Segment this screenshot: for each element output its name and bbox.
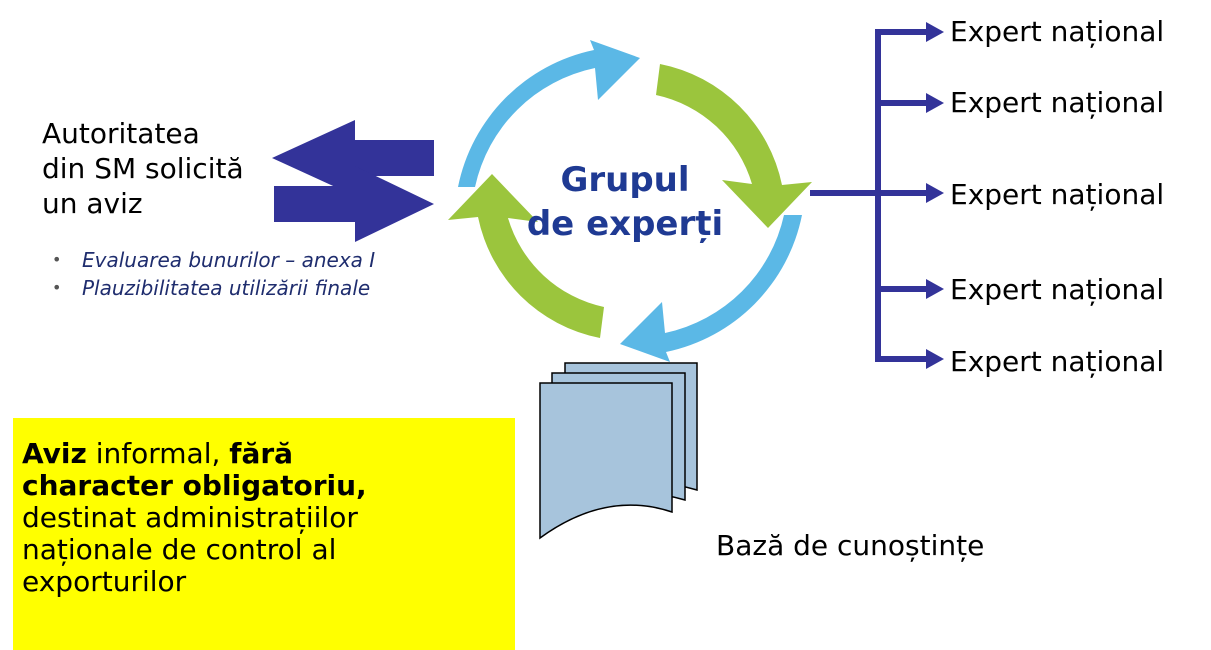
expert-label-2: Expert național	[950, 86, 1165, 119]
cycle-segment-top-left	[458, 40, 640, 187]
expert-group-title: Grupul de experți	[495, 158, 755, 246]
opinion-bold-character: character obligatoriu,	[22, 469, 367, 502]
expert-connector	[810, 29, 930, 362]
authority-text: Autoritatea din SM solicită un aviz	[42, 116, 244, 221]
expert-label-1: Expert național	[950, 15, 1165, 48]
cycle-segment-bottom-left	[448, 174, 604, 338]
knowledge-base-label: Bază de cunoștințe	[716, 529, 985, 562]
document-front	[539, 382, 673, 540]
expert-label-3: Expert național	[950, 178, 1165, 211]
expert-label-4: Expert național	[950, 273, 1165, 306]
expert-label-5: Expert național	[950, 345, 1165, 378]
opinion-line-5: exporturilor	[22, 565, 187, 598]
expert-group-title-line-2: de experți	[526, 204, 724, 244]
opinion-bold-aviz: Aviz	[22, 437, 87, 470]
opinion-line-4: naționale de control al	[22, 533, 337, 566]
expert-arrowheads	[926, 22, 944, 369]
opinion-informal: informal,	[86, 437, 230, 470]
arrowhead-4	[926, 279, 944, 299]
request-bullet-list: Evaluarea bunurilor – anexa I Plauzibili…	[52, 246, 375, 302]
opinion-line-2: character obligatoriu,	[22, 470, 367, 502]
opinion-line-1: Aviz informal, fără	[22, 438, 367, 470]
arrowhead-1	[926, 22, 944, 42]
bullet-item: Evaluarea bunurilor – anexa I	[52, 246, 375, 274]
opinion-bold-fara: fără	[229, 437, 294, 470]
arrowhead-5	[926, 349, 944, 369]
arrow-to-authority	[272, 120, 434, 196]
opinion-highlight-box	[13, 418, 515, 650]
cycle-segment-top-right	[656, 64, 812, 228]
authority-line-1: Autoritatea	[42, 117, 200, 150]
opinion-line-3: destinat administrațiilor	[22, 501, 358, 534]
authority-line-3: un aviz	[42, 187, 143, 220]
expert-group-title-line-1: Grupul	[560, 160, 690, 200]
opinion-text: Aviz informal, fără character obligatori…	[22, 438, 367, 598]
cycle-ring	[448, 40, 812, 362]
cycle-segment-bottom-right	[620, 215, 802, 362]
arrow-to-group	[274, 166, 434, 242]
arrowhead-2	[926, 93, 944, 113]
bullet-item: Plauzibilitatea utilizării finale	[52, 274, 375, 302]
authority-line-2: din SM solicită	[42, 152, 244, 185]
document-stack-icon	[539, 362, 698, 540]
arrowhead-3	[926, 183, 944, 203]
